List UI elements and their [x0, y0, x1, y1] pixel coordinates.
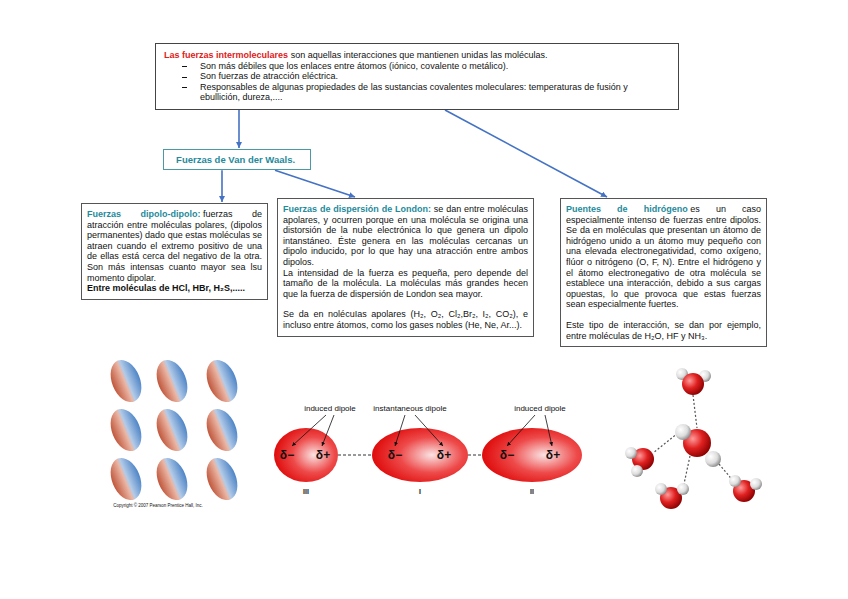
text-paragraph: Puentes de hidrógenoes un caso especialm…	[566, 204, 761, 310]
connector-arrow	[238, 110, 240, 148]
charge-symbol: δ+	[546, 449, 560, 461]
electron-cloud	[482, 428, 582, 482]
charge-symbol: δ−	[280, 449, 294, 461]
box-heading: Las fuerzas intermoleculares	[164, 50, 288, 60]
hydrogen-bond	[653, 433, 678, 453]
hydrogen-atom	[631, 465, 643, 477]
leader-line	[415, 415, 443, 446]
hydrogen-atom	[625, 447, 637, 459]
water-illustration	[625, 368, 762, 509]
hydrogen-atom	[705, 451, 721, 467]
box-text: es un caso especialmente intenso de fuer…	[566, 204, 761, 309]
box-text: fuerzas de atracción entre moléculas pol…	[87, 209, 262, 283]
dipole-molecule	[105, 453, 147, 504]
leader-line	[507, 415, 535, 446]
box-heading: Entre moléculas de HCl, HBr, H₂S,.....	[87, 283, 245, 293]
figure-number: III	[303, 488, 309, 495]
text-paragraph: Este tipo de interacción, se dan por eje…	[566, 320, 761, 341]
text-paragraph: Fuerzas de dispersión de London:se dan e…	[283, 204, 528, 268]
concept-box: Puentes de hidrógenoes un caso especialm…	[560, 198, 767, 347]
box-heading: Fuerzas dipolo-dipolo:	[87, 209, 200, 219]
hydrogen-atom	[729, 475, 741, 487]
bullet-dash	[182, 66, 187, 67]
bullet-dash	[182, 77, 187, 78]
dipole-grid	[105, 355, 243, 504]
box-text: Se da en nolécuIas apolares (H₂, O₂, Cl₂…	[283, 309, 528, 330]
box-text: Responsables de algunas propiedades de l…	[200, 82, 628, 103]
attraction-line	[338, 455, 372, 456]
box-heading: Puentes de hidrógeno	[566, 204, 688, 214]
charge-symbol: δ+	[437, 449, 451, 461]
connector-arrow	[445, 110, 607, 197]
connector-arrow	[275, 170, 355, 197]
hydrogen-atom	[750, 478, 762, 490]
dipole-label: induced dipole	[304, 405, 356, 413]
oxygen-atom	[682, 373, 704, 395]
hydrogen-atom	[675, 424, 691, 440]
text-paragraph: Fuerzas dipolo-dipolo:fuerzas de atracci…	[87, 209, 262, 283]
text-paragraph: La intensidad de la fuerza es pequeña, p…	[283, 268, 528, 300]
hydrogen-bond	[693, 395, 697, 428]
bullet-dash	[182, 87, 187, 88]
box-heading: Fuerzas de dispersión de London:	[283, 204, 431, 214]
electron-cloud	[274, 428, 338, 482]
text-paragraph: Las fuerzas intermolecularesson aquellas…	[164, 50, 670, 61]
dipole-molecule	[201, 404, 243, 455]
dipole-molecule	[105, 355, 147, 406]
london-illustration	[274, 415, 582, 482]
box-heading: Fuerzas de Van der Waals.	[176, 154, 295, 165]
hydrogen-atom	[655, 483, 667, 495]
bullet-item: Son fuerzas de atracción eléctrica.	[164, 71, 670, 82]
definition-box: Las fuerzas intermolecularesson aquellas…	[155, 43, 679, 110]
charge-symbol: δ+	[316, 449, 330, 461]
dipole-molecule	[151, 404, 193, 455]
charge-symbol: δ−	[388, 449, 402, 461]
dipole-molecule	[201, 355, 243, 406]
leader-line	[395, 415, 405, 446]
box-text: La intensidad de la fuerza es pequeña, p…	[283, 268, 528, 299]
charge-symbol: δ−	[500, 449, 514, 461]
category-box: Fuerzas de Van der Waals.	[163, 149, 311, 170]
dipole-molecule	[151, 355, 193, 406]
concept-box: Fuerzas de dispersión de London:se dan e…	[277, 198, 534, 337]
hydrogen-bond	[684, 456, 690, 484]
text-paragraph: Se da en nolécuIas apolares (H₂, O₂, Cl₂…	[283, 309, 528, 330]
dipole-molecule	[201, 453, 243, 504]
box-text: Son fuerzas de atracción eléctrica.	[200, 71, 338, 81]
concept-box: Fuerzas dipolo-dipolo:fuerzas de atracci…	[81, 203, 268, 300]
box-text: son aquellas interacciones que mantienen…	[291, 50, 548, 60]
dipole-molecule	[105, 404, 147, 455]
text-paragraph: Entre moléculas de HCl, HBr, H₂S,.....	[87, 283, 262, 294]
dipole-label: induced dipole	[514, 405, 566, 413]
figure-number: II	[530, 488, 534, 495]
dipole-label: instantaneous dipole	[373, 405, 446, 413]
attraction-line	[468, 455, 482, 456]
leader-line	[292, 415, 326, 446]
dipole-molecule	[151, 453, 193, 504]
hydrogen-atom	[677, 483, 689, 495]
copyright-note: Copyright © 2007 Pearson Prentice Hall, …	[113, 504, 203, 509]
leader-line	[322, 415, 334, 446]
bullet-item: Responsables de algunas propiedades de l…	[164, 82, 670, 103]
text-paragraph: Fuerzas de Van der Waals.	[168, 154, 306, 165]
figure-number: I	[419, 488, 421, 495]
bullet-item: Son más débiles que los enlaces entre át…	[164, 61, 670, 72]
connector-arrow	[221, 170, 223, 202]
leader-line	[545, 415, 552, 446]
box-text: Son más débiles que los enlaces entre át…	[200, 61, 508, 71]
box-text: Este tipo de interacción, se dan por eje…	[566, 320, 761, 341]
electron-cloud	[372, 428, 468, 482]
